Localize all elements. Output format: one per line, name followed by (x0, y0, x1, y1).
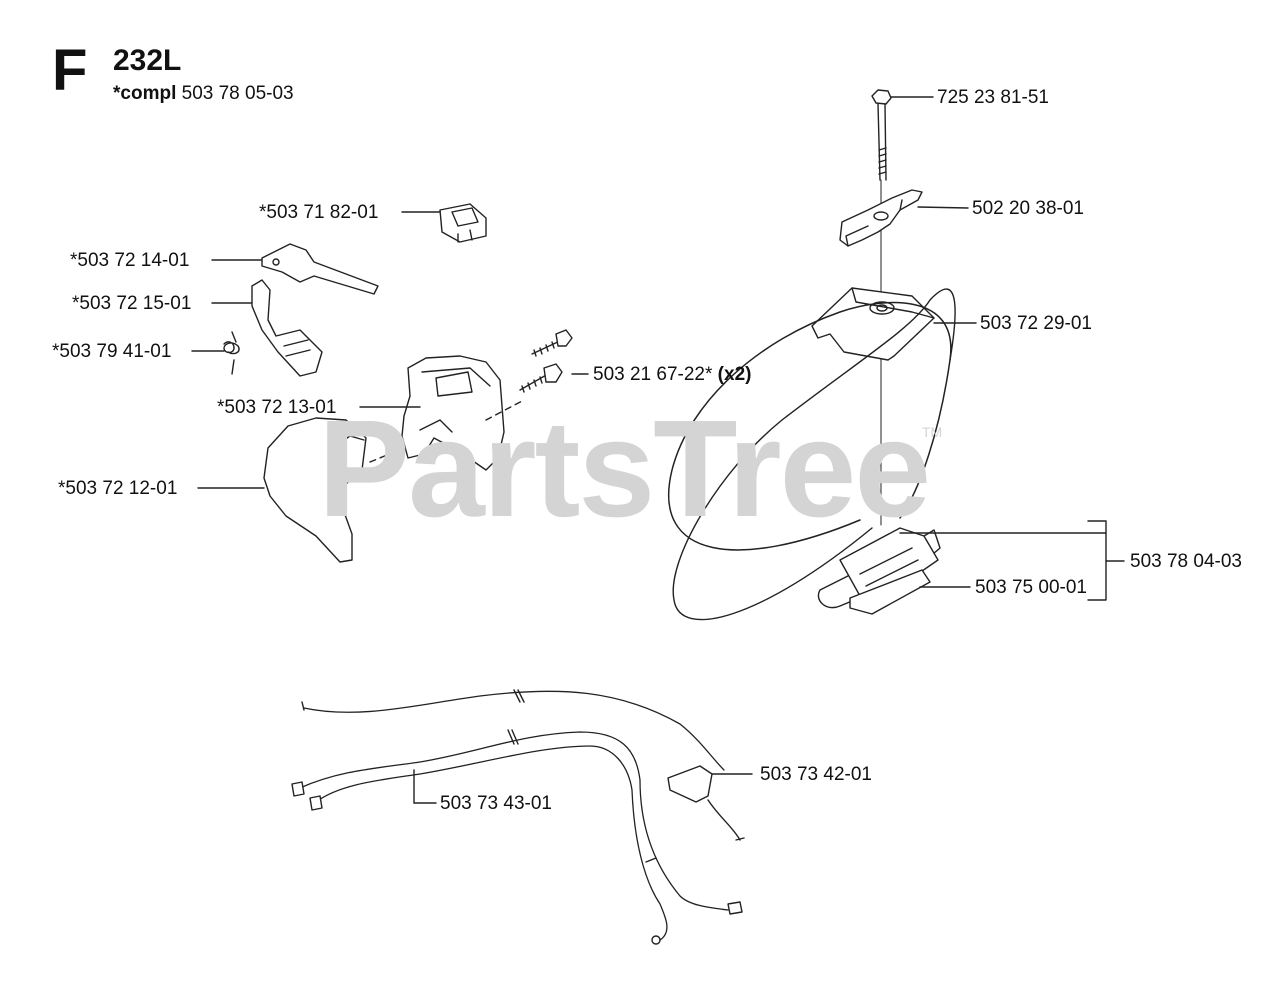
housing-half-part (401, 355, 505, 471)
label-handle-assembly: 503 78 04-03 (1130, 551, 1242, 572)
label-housing-cover: *503 72 12-01 (58, 478, 178, 499)
knob-part (839, 189, 923, 247)
label-housing-half: *503 72 13-01 (217, 397, 337, 418)
throttle-lever-part (261, 243, 379, 295)
label-screws: 503 21 67-22* (x2) (593, 365, 751, 384)
label-bolt-top: 725 23 81-51 (937, 87, 1049, 108)
label-switch: *503 71 82-01 (259, 202, 379, 223)
loop-handle-part (667, 288, 956, 621)
section-letter: F (52, 38, 88, 103)
wire-harness-part (291, 729, 743, 945)
label-wire-harness: 503 73 43-01 (440, 793, 552, 814)
label-throttle-lever: *503 72 14-01 (70, 250, 190, 271)
screw-part-1 (531, 329, 573, 357)
spring-part (223, 331, 240, 375)
label-handle-clamp: 503 75 00-01 (975, 577, 1087, 598)
label-spring: *503 79 41-01 (52, 341, 172, 362)
label-screws-number: 503 21 67-22* (593, 364, 713, 385)
label-knob: 502 20 38-01 (972, 198, 1084, 219)
housing-cover-part (263, 417, 367, 563)
watermark: PartsTree (318, 392, 931, 546)
label-screws-qty: (x2) (717, 364, 752, 385)
compl-number: 503 78 05-03 (181, 83, 294, 104)
label-lockout-lever: *503 72 15-01 (72, 293, 192, 314)
clamp-cap-part (811, 287, 935, 361)
switch-part (439, 203, 487, 243)
throttle-cable-part (301, 689, 753, 841)
label-throttle-cable: 503 73 42-01 (760, 764, 872, 785)
model-title: 232L (113, 44, 182, 77)
lockout-lever-part (251, 279, 323, 377)
compl-prefix: *compl (113, 83, 177, 104)
screw-part-2 (519, 363, 563, 393)
compl-line: *compl 503 78 05-03 (113, 84, 294, 103)
watermark-tm: TM (922, 424, 943, 440)
label-clamp-cap: 503 72 29-01 (980, 313, 1092, 334)
